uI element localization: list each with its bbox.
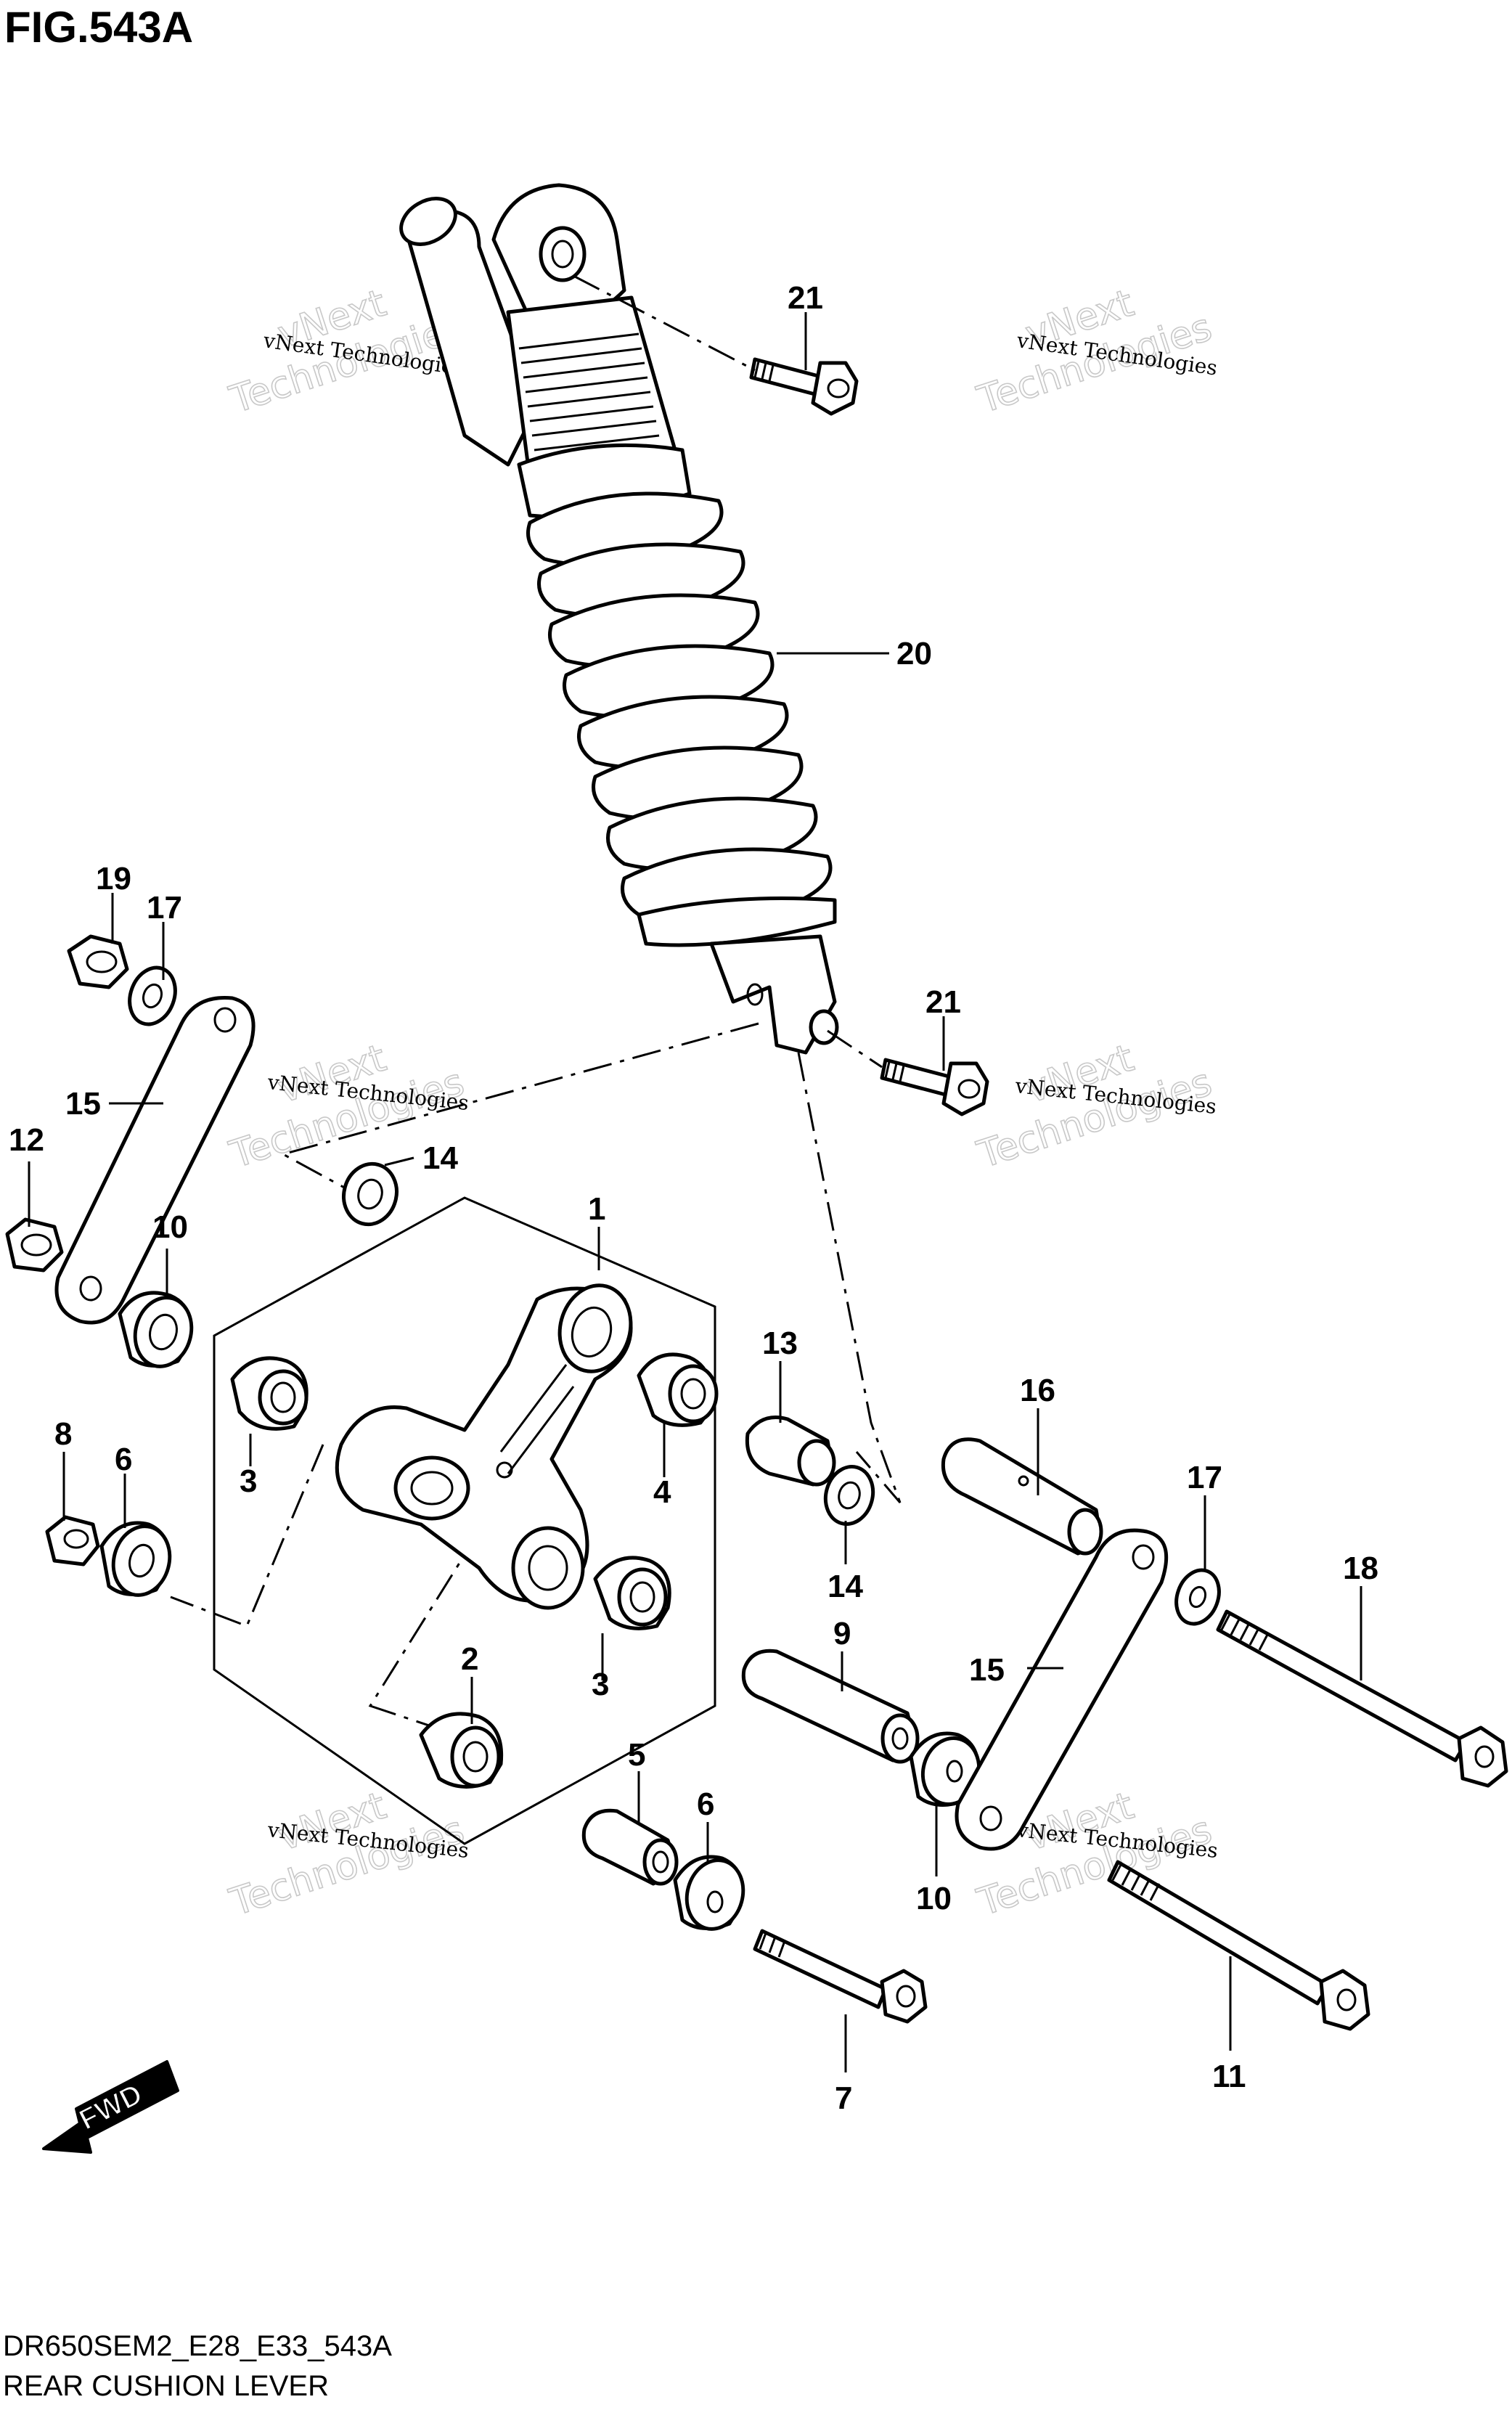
callout-3: 3 [240, 1463, 257, 1499]
callout-13: 13 [762, 1326, 798, 1361]
callout-14: 14 [422, 1140, 458, 1176]
bolt-18 [1216, 1609, 1508, 1788]
bushing-4 [637, 1352, 719, 1427]
washer-6-left [99, 1521, 172, 1597]
callout-11: 11 [1212, 2059, 1246, 2094]
washer-17-right [1174, 1568, 1221, 1626]
model-code: DR650SEM2_E28_E33_543A [3, 2330, 392, 2362]
bolt-21-upper [749, 357, 859, 416]
nut-8 [45, 1515, 100, 1566]
washer-17-left [128, 965, 177, 1026]
callout-19: 19 [96, 861, 131, 896]
washer-14-right [823, 1464, 875, 1527]
cushion-rod-15-left [54, 995, 256, 1325]
callout-numbers: 21 20 21 19 17 15 12 10 14 1 8 6 3 4 3 2… [9, 280, 1378, 2116]
callout-10: 10 [152, 1209, 188, 1245]
bolt-21-lower [880, 1058, 989, 1116]
callout-1: 1 [588, 1191, 605, 1227]
nut-12 [5, 1217, 64, 1273]
callout-4: 4 [653, 1474, 671, 1510]
rear-shock-absorber [399, 183, 839, 1055]
figure-title: FIG.543A [4, 3, 193, 52]
leader-lines [28, 312, 1362, 2072]
callout-8: 8 [54, 1416, 72, 1452]
callout-17: 17 [147, 890, 182, 926]
callout-15: 15 [969, 1652, 1005, 1688]
callout-14: 14 [827, 1569, 863, 1604]
cushion-rod-15-right [955, 1528, 1169, 1851]
callout-15: 15 [65, 1086, 101, 1122]
fwd-label: FWD [74, 2078, 147, 2136]
callout-3: 3 [592, 1667, 609, 1702]
spacer-5 [581, 1808, 679, 1886]
washer-14-left [342, 1161, 399, 1227]
callout-9: 9 [833, 1616, 851, 1651]
callout-16: 16 [1020, 1373, 1055, 1408]
bushing-3-lower [593, 1556, 671, 1630]
callout-17: 17 [1187, 1460, 1222, 1495]
figure-caption: REAR CUSHION LEVER [3, 2370, 329, 2402]
lever-kit-outline [213, 1196, 716, 1845]
callout-12: 12 [9, 1122, 44, 1158]
fwd-arrow: FWD [42, 2060, 179, 2154]
callout-21: 21 [925, 984, 961, 1020]
bolt-11 [1107, 1860, 1370, 2031]
washer-6-right [673, 1855, 745, 1931]
bushing-3-upper [230, 1356, 308, 1431]
bolt-7 [753, 1929, 928, 2024]
bushing-2 [419, 1712, 504, 1789]
spacer-9 [741, 1649, 920, 1764]
spacer-16 [941, 1437, 1103, 1556]
callout-6: 6 [697, 1786, 714, 1822]
callout-5: 5 [628, 1737, 645, 1773]
washer-10-left [118, 1291, 194, 1368]
callout-10: 10 [916, 1881, 952, 1916]
nut-19 [67, 934, 129, 989]
cushion-lever [335, 1283, 633, 1610]
callout-18: 18 [1343, 1551, 1378, 1586]
callout-2: 2 [461, 1641, 478, 1677]
callout-7: 7 [835, 2080, 852, 2116]
callout-6: 6 [115, 1442, 132, 1477]
callout-21: 21 [788, 280, 823, 316]
callout-20: 20 [896, 636, 932, 671]
spacer-13 [745, 1416, 836, 1487]
